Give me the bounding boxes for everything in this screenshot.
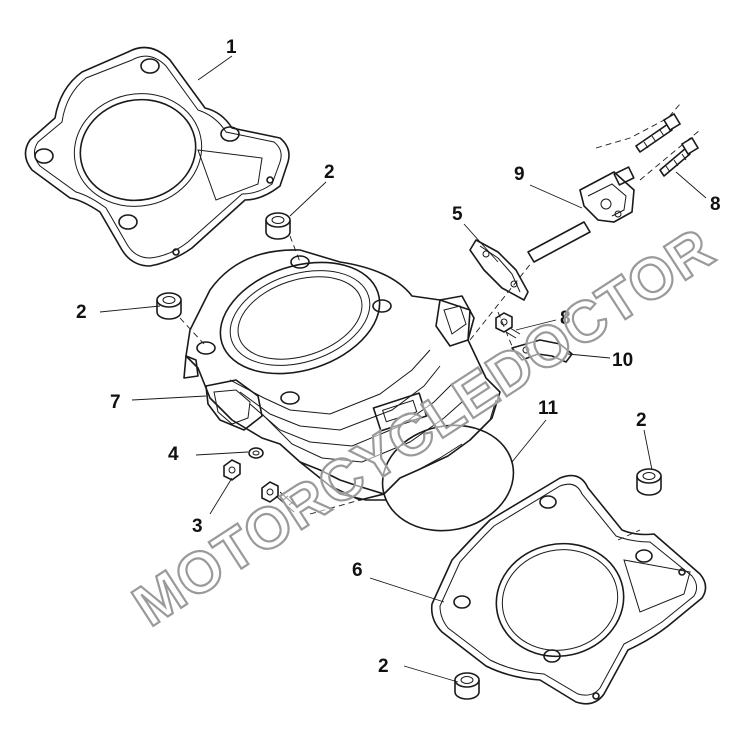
callout-9: 9 bbox=[514, 164, 525, 185]
alignment-lines bbox=[179, 103, 701, 541]
cylinder-block bbox=[183, 249, 501, 501]
callout-2-b: 2 bbox=[76, 302, 87, 323]
callout-4: 4 bbox=[168, 444, 179, 465]
callout-6: 6 bbox=[352, 560, 363, 581]
watermark-text: MOTORCYCLEDOCTOR bbox=[122, 215, 726, 639]
callout-11: 11 bbox=[538, 398, 559, 419]
callout-5: 5 bbox=[452, 204, 463, 225]
bolt-tensioner-b bbox=[659, 136, 700, 177]
dowel-pin-b bbox=[156, 292, 182, 320]
callout-2-a: 2 bbox=[324, 162, 335, 183]
bolt-bracket bbox=[495, 312, 521, 339]
bracket bbox=[511, 339, 573, 363]
washer bbox=[248, 447, 264, 459]
bolt-lower-b bbox=[261, 481, 299, 513]
head-gasket-top bbox=[24, 46, 290, 267]
tensioner-gasket bbox=[469, 239, 529, 301]
cam-chain-tensioner bbox=[527, 166, 635, 263]
cylinder-o-ring bbox=[381, 424, 515, 532]
leader-lines bbox=[99, 55, 707, 683]
dowel-pin-a bbox=[265, 212, 291, 240]
callout-10: 10 bbox=[612, 350, 633, 371]
bolt-lower-a bbox=[223, 459, 241, 481]
callout-3: 3 bbox=[192, 516, 203, 537]
bolt-tensioner-a bbox=[635, 112, 682, 153]
callout-2-c: 2 bbox=[636, 410, 647, 431]
callout-7: 7 bbox=[110, 392, 121, 413]
callout-labels: 1 2 2 2 2 3 4 5 6 7 8 8 9 10 11 bbox=[76, 37, 721, 677]
dowel-pin-d bbox=[454, 672, 480, 700]
callout-1: 1 bbox=[226, 37, 237, 58]
dowel-pin-c bbox=[636, 468, 662, 496]
callout-8-b: 8 bbox=[560, 308, 571, 329]
callout-8-a: 8 bbox=[710, 194, 721, 215]
base-gasket bbox=[430, 474, 707, 705]
callout-2-d: 2 bbox=[378, 656, 389, 677]
